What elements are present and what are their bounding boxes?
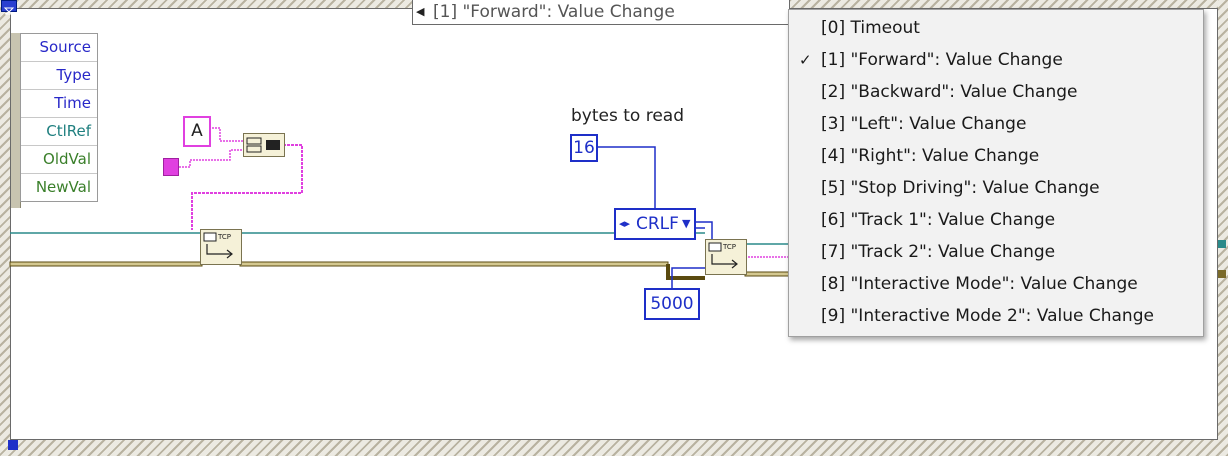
menu-item-0[interactable]: [0] Timeout: [821, 18, 920, 38]
node-item-newval[interactable]: NewVal: [35, 178, 91, 196]
right-tunnel-2: [1218, 270, 1226, 278]
menu-item-7[interactable]: [7] "Track 2": Value Change: [821, 242, 1056, 262]
menu-item-5[interactable]: [5] "Stop Driving": Value Change: [821, 178, 1100, 198]
event-structure-frame-right: [1218, 0, 1228, 456]
case-selector-label: [1] "Forward": Value Change: [433, 2, 675, 22]
menu-item-3[interactable]: [3] "Left": Value Change: [821, 114, 1027, 134]
string-constant[interactable]: A: [183, 116, 211, 147]
tcp-read-icon[interactable]: TCP: [705, 239, 747, 275]
node-item-time[interactable]: Time: [21, 90, 97, 118]
bytes-to-read-label: bytes to read: [571, 106, 684, 126]
menu-item-2[interactable]: [2] "Backward": Value Change: [821, 82, 1078, 102]
concatenate-function-icon[interactable]: [243, 133, 285, 157]
mode-enum-value: CRLF: [636, 214, 679, 234]
error-wire-3: [666, 264, 705, 280]
tcp-write-icon[interactable]: TCP: [200, 229, 242, 265]
node-item-type[interactable]: Type: [21, 62, 97, 90]
error-wire-2: [239, 261, 669, 267]
svg-text:TCP: TCP: [722, 243, 736, 251]
case-selector-menu[interactable]: [0] Timeout ✓[1] "Forward": Value Change…: [788, 9, 1204, 337]
case-selector-arrow-icon[interactable]: ◀: [416, 5, 425, 18]
chevron-down-icon[interactable]: ▼: [682, 217, 691, 230]
int-wire-timeout: [671, 267, 705, 288]
node-item-ctlref[interactable]: CtlRef: [21, 118, 97, 146]
error-wire-1: [9, 261, 203, 267]
bytes-to-read-constant[interactable]: 16: [570, 134, 598, 162]
menu-item-1[interactable]: ✓[1] "Forward": Value Change: [789, 44, 1203, 76]
int-wire-mode: [694, 221, 713, 240]
error-wire-4: [744, 271, 791, 277]
event-structure-icon[interactable]: [1, 0, 17, 15]
event-structure-frame-bottom: [0, 440, 1228, 456]
string-control-icon[interactable]: [163, 158, 179, 176]
event-structure-frame-left: [0, 0, 10, 456]
svg-text:TCP: TCP: [217, 233, 231, 241]
check-icon: ✓: [799, 51, 812, 69]
string-wire-c: [191, 144, 303, 230]
timeout-constant[interactable]: 5000: [644, 288, 700, 320]
event-data-node[interactable]: Source Type Time CtlRef OldVal NewVal: [20, 33, 98, 202]
mode-enum-constant[interactable]: ◂▸ CRLF ▼: [614, 208, 696, 240]
menu-item-4[interactable]: [4] "Right": Value Change: [821, 146, 1040, 166]
node-item-source[interactable]: Source: [21, 34, 97, 62]
menu-item-6[interactable]: [6] "Track 1": Value Change: [821, 210, 1056, 230]
menu-item-8[interactable]: [8] "Interactive Mode": Value Change: [821, 274, 1138, 294]
iteration-terminal-icon: [8, 440, 18, 450]
string-wire-a: [209, 127, 243, 142]
string-wire-b: [176, 149, 243, 168]
enum-increment-icon[interactable]: ◂▸: [619, 217, 631, 230]
case-selector[interactable]: ◀ [1] "Forward": Value Change: [412, 0, 790, 25]
node-item-oldval[interactable]: OldVal: [21, 146, 97, 174]
menu-item-9[interactable]: [9] "Interactive Mode 2": Value Change: [821, 306, 1154, 326]
right-tunnel-1: [1218, 240, 1226, 248]
